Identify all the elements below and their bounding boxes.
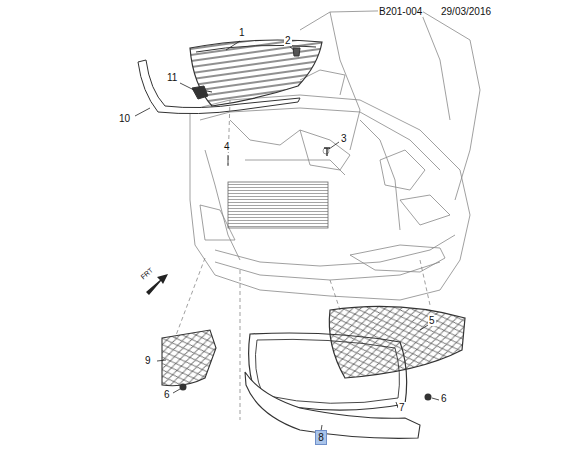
upper-grille: [190, 40, 322, 106]
side-grille-insert: [162, 330, 216, 386]
callout-number: 6: [440, 393, 448, 404]
fastener: [180, 384, 187, 391]
callout-number: 4: [223, 141, 231, 152]
callout-number: 10: [118, 113, 131, 124]
fastener: [425, 394, 432, 401]
vehicle-front-body: [190, 10, 480, 300]
callout-number: 6: [163, 389, 171, 400]
callout-number: 8: [318, 432, 324, 443]
fastener: [323, 148, 329, 154]
lower-molding: [245, 372, 420, 438]
date: 29/03/2016: [440, 6, 492, 17]
callout-number: 2: [284, 35, 292, 46]
callout-number: 3: [340, 133, 348, 144]
highlighted-callout: 8: [315, 430, 327, 445]
fastener: [293, 48, 300, 56]
direction-label: FRT: [137, 264, 156, 282]
radiator: [228, 182, 328, 228]
grille-molding: [138, 60, 300, 114]
drawing-number: B201-004: [378, 6, 423, 17]
callout-number: 11: [166, 72, 178, 83]
callout-number: 1: [238, 27, 246, 38]
callout-number: 7: [398, 402, 406, 413]
leader-lines: [135, 41, 439, 431]
callout-number: 5: [428, 315, 436, 326]
callout-number: 9: [144, 355, 152, 366]
clip: [192, 86, 212, 99]
screw: [324, 148, 330, 156]
